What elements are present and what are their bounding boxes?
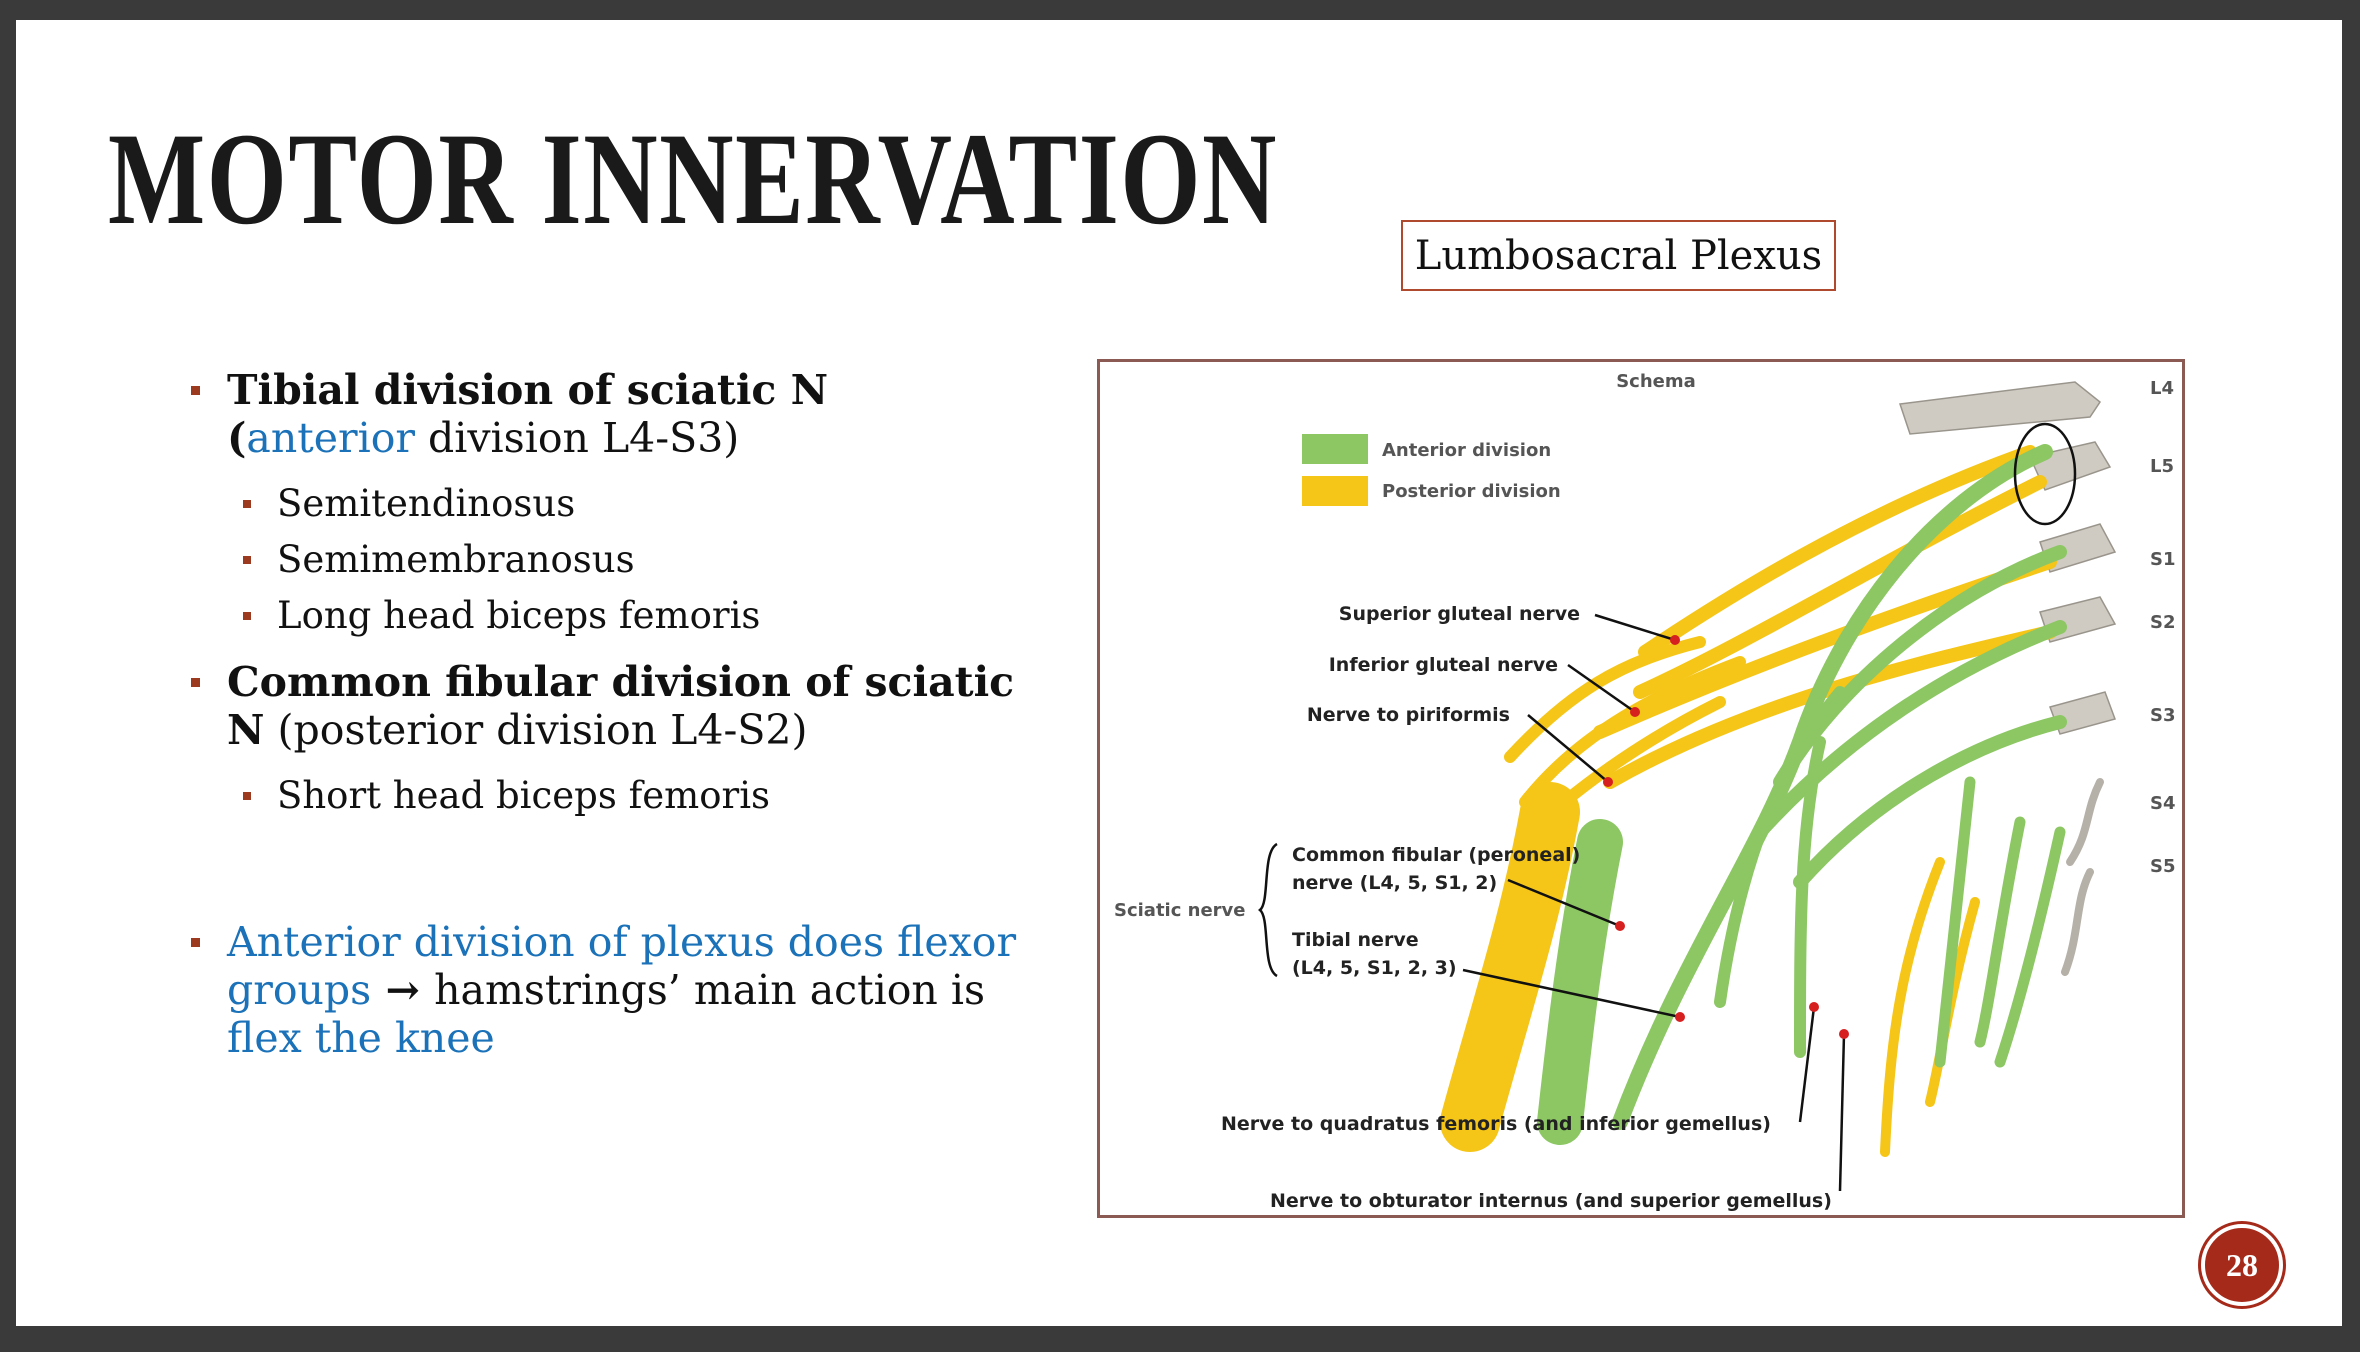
- level-s4: S4: [2150, 793, 2176, 814]
- plexus-diagram: Schema Anterior division Posterior divis…: [1114, 371, 2176, 1212]
- bullet-anterior-plexus: Anterior division of plexus does flexor …: [191, 918, 1051, 1062]
- tibial-division-heading: Tibial division of sciatic N: [227, 366, 829, 414]
- fibular-division-detail: (posterior division L4-S2): [264, 706, 808, 754]
- label-tibial-line2: (L4, 5, S1, 2, 3): [1292, 957, 1457, 979]
- level-l4: L4: [2150, 378, 2174, 399]
- legend-posterior-swatch: [1302, 476, 1368, 506]
- paren-open: (: [227, 414, 247, 462]
- sub-bullet: Short head biceps femoris: [243, 768, 1051, 824]
- label-sciatic: Sciatic nerve: [1114, 900, 1246, 921]
- spinal-roots: [1898, 381, 2117, 735]
- bullet-list: Tibial division of sciatic N (anterior d…: [191, 366, 1051, 1076]
- bullet-fibular-division: Common fibular division of sciatic N (po…: [191, 658, 1051, 754]
- level-l5: L5: [2150, 456, 2174, 477]
- level-s3: S3: [2150, 705, 2176, 726]
- slide: MOTOR INNERVATION Tibial division of sci…: [16, 20, 2342, 1326]
- level-s2: S2: [2150, 612, 2176, 633]
- label-fibular-line1: Common fibular (peroneal): [1292, 844, 1580, 866]
- sub-bullet: Semimembranosus: [243, 532, 1051, 588]
- arrow-glyph: →: [371, 966, 435, 1014]
- label-superior-gluteal: Superior gluteal nerve: [1339, 603, 1580, 625]
- flex-knee-text: flex the knee: [227, 1014, 495, 1062]
- slide-title: MOTOR INNERVATION: [108, 105, 1278, 252]
- posterior-division-nerves: [1440, 445, 2057, 1157]
- label-inferior-gluteal: Inferior gluteal nerve: [1329, 654, 1558, 676]
- fibular-division-heading: Common fibular division of sciatic N: [227, 658, 1015, 754]
- sub-bullet: Long head biceps femoris: [243, 588, 1051, 644]
- division-ring: [2013, 422, 2077, 526]
- label-piriformis: Nerve to piriformis: [1307, 704, 1510, 726]
- sub-bullet: Semitendinosus: [243, 476, 1051, 532]
- vertebral-levels: L4 L5 S1 S2 S3 S4 S5: [2150, 378, 2176, 877]
- lower-sacral-roots: [2061, 778, 2104, 976]
- legend-posterior-label: Posterior division: [1382, 481, 1561, 502]
- nerve-markers: [1603, 635, 1849, 1039]
- schema-label: Schema: [1616, 371, 1696, 392]
- leader-lines: [1462, 613, 1846, 1192]
- legend-anterior-swatch: [1302, 434, 1368, 464]
- anterior-word: anterior: [246, 414, 415, 462]
- figure-caption: Lumbosacral Plexus: [1401, 220, 1836, 291]
- sciatic-brace: [1258, 842, 1278, 978]
- label-tibial-line1: Tibial nerve: [1292, 929, 1419, 951]
- level-s5: S5: [2150, 856, 2176, 877]
- label-fibular-line2: nerve (L4, 5, S1, 2): [1292, 872, 1497, 894]
- tibial-division-detail: division L4-S3): [415, 414, 740, 462]
- anterior-plexus-text: Anterior division of plexus does flexor …: [227, 918, 1017, 1014]
- label-quadratus: Nerve to quadratus femoris (and inferior…: [1221, 1113, 1771, 1135]
- hamstrings-text: hamstrings’ main action is: [434, 966, 985, 1014]
- page-number-badge: 28: [2201, 1224, 2283, 1306]
- anterior-division-nerves: [1537, 444, 2067, 1145]
- label-obturator: Nerve to obturator internus (and superio…: [1270, 1190, 1832, 1212]
- legend-anterior-label: Anterior division: [1382, 440, 1551, 461]
- bullet-tibial-division: Tibial division of sciatic N (anterior d…: [191, 366, 1051, 462]
- plexus-figure: Schema Anterior division Posterior divis…: [1097, 359, 2185, 1218]
- level-s1: S1: [2150, 549, 2176, 570]
